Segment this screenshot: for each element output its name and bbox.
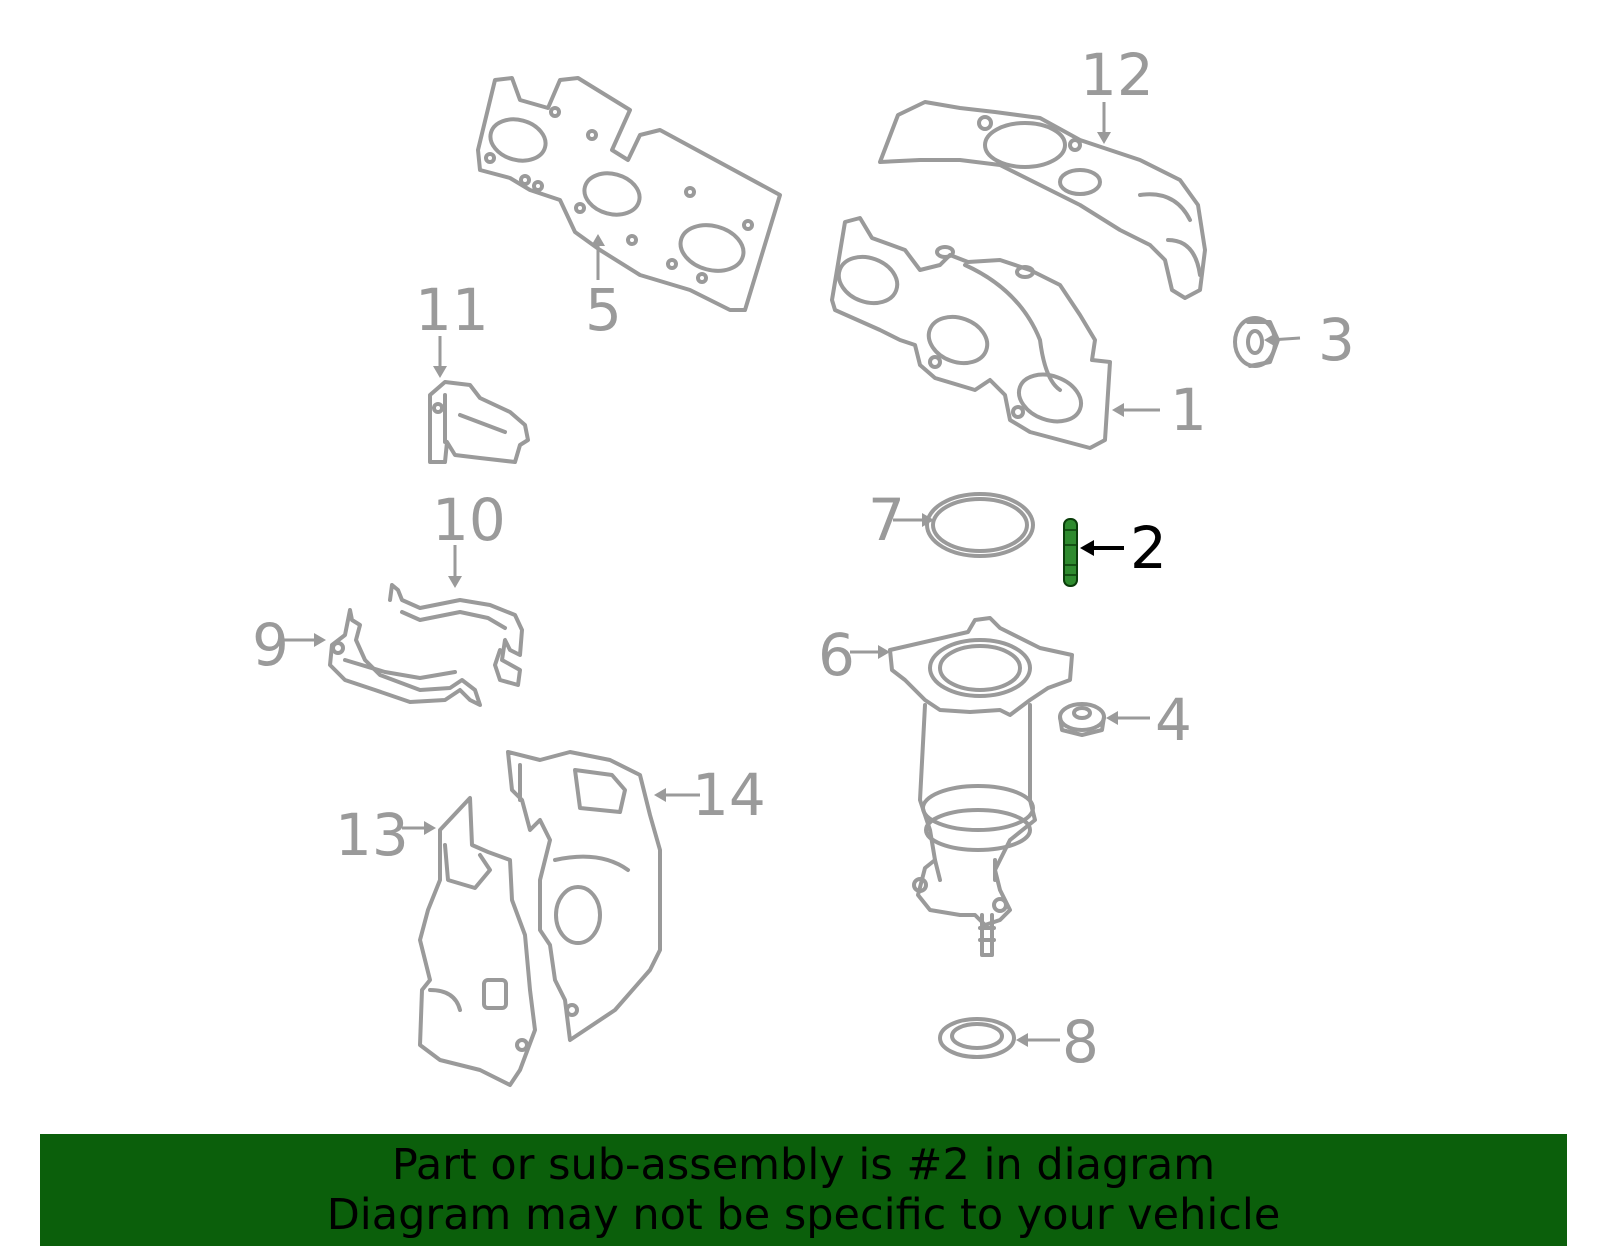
part-9-clamp-lower[interactable] [328,608,482,707]
part-4-nut[interactable] [1058,702,1106,737]
callout-1: 1 [1170,376,1207,444]
part-2-stud[interactable] [1063,518,1078,587]
part-1-exhaust-manifold[interactable] [830,216,1112,450]
callout-13: 13 [335,801,409,869]
callout-3: 3 [1318,306,1355,374]
part-12-heat-shield[interactable] [878,100,1207,300]
banner-line-2: Diagram may not be specific to your vehi… [326,1190,1281,1240]
part-11-bracket[interactable] [428,380,530,464]
info-banner: Part or sub-assembly is #2 in diagram Di… [40,1134,1567,1246]
callout-6: 6 [818,621,855,689]
part-14-upper-heat-shield[interactable] [506,750,662,1042]
part-10-clamp-upper[interactable] [388,583,524,687]
part-13-lower-heat-shield[interactable] [418,796,537,1087]
part-7-gasket[interactable] [925,492,1035,558]
callout-10: 10 [432,486,506,554]
callout-arrows [280,102,1301,1047]
callout-8: 8 [1062,1008,1099,1076]
callout-5: 5 [585,276,622,344]
part-8-gasket[interactable] [938,1017,1016,1059]
callout-12: 12 [1080,41,1154,109]
callout-11: 11 [415,276,489,344]
part-5-manifold-gasket[interactable] [476,76,782,312]
callout-4: 4 [1155,686,1192,754]
banner-line-1: Part or sub-assembly is #2 in diagram [391,1140,1216,1190]
part-6-catalytic-converter[interactable] [888,616,1074,957]
callout-7: 7 [868,486,905,554]
callout-2: 2 [1130,514,1167,582]
callout-14: 14 [692,761,766,829]
callout-9: 9 [252,611,289,679]
